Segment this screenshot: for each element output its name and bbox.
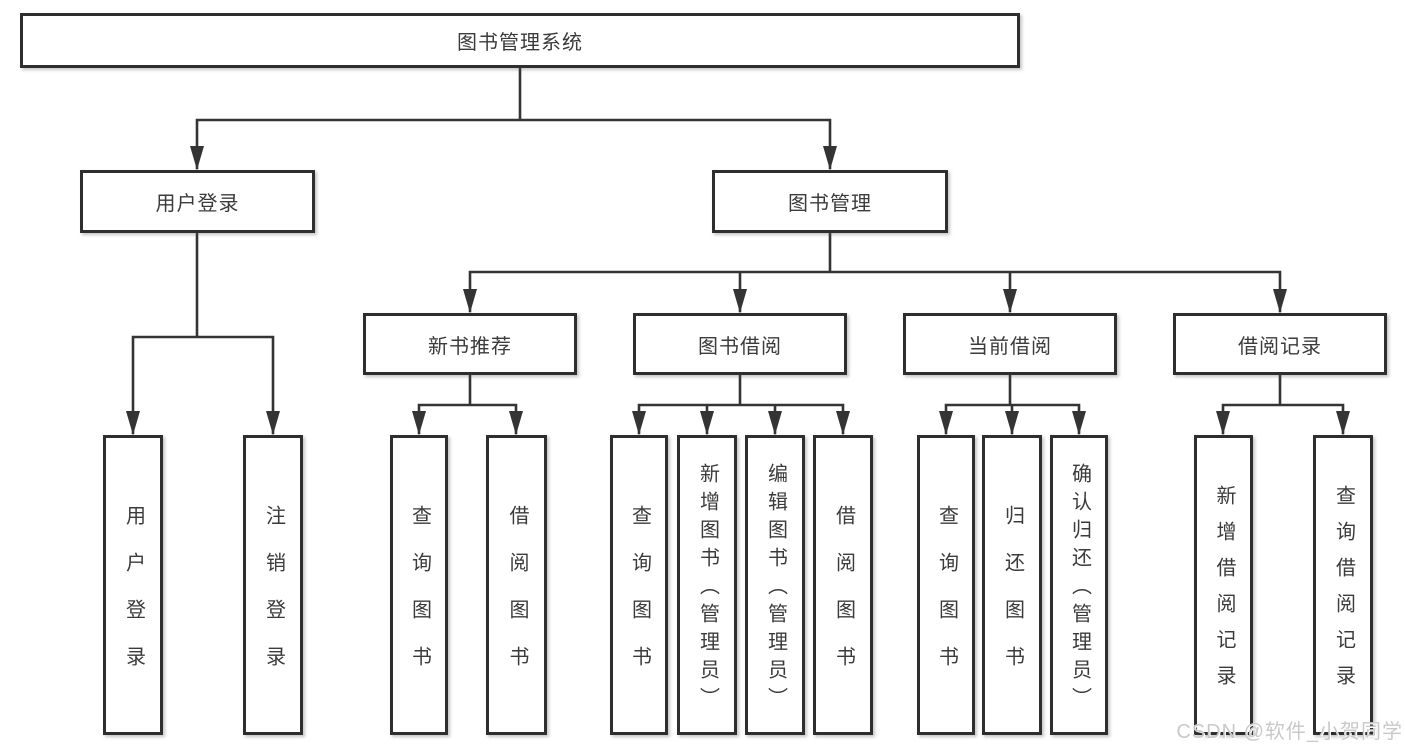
leaf-query-borrow-record-label: 查询借阅记录 — [1332, 485, 1355, 701]
leaf-add-book-admin-label: 新增图书（管理员） — [696, 463, 719, 715]
edges-new-book-recommend-children — [417, 373, 518, 435]
leaf-logout-label: 注销登录 — [262, 504, 285, 693]
node-borrow-records: 借阅记录 — [1173, 313, 1387, 375]
edges-user-login-children — [131, 231, 275, 435]
node-book-management-label: 图书管理 — [788, 193, 872, 215]
node-user-login: 用户登录 — [80, 170, 315, 233]
leaf-user-login: 用户登录 — [103, 435, 163, 735]
edges-book-borrow-children — [637, 373, 845, 435]
leaf-return-book-label: 归还图书 — [1001, 504, 1024, 693]
leaf-confirm-return-admin: 确认归还（管理员） — [1050, 435, 1108, 735]
leaf-user-login-label: 用户登录 — [122, 504, 145, 693]
leaf-recommend-query-books: 查询图书 — [390, 435, 448, 735]
edges-current-borrow-children — [944, 373, 1081, 435]
leaf-recommend-borrow-books: 借阅图书 — [486, 435, 547, 735]
leaf-current-query-books: 查询图书 — [917, 435, 975, 735]
node-book-borrow: 图书借阅 — [633, 313, 847, 375]
node-current-borrow-label: 当前借阅 — [968, 335, 1052, 358]
node-new-book-recommend-label: 新书推荐 — [428, 335, 512, 358]
watermark: CSDN @软件_小贺同学 — [1176, 721, 1403, 743]
node-borrow-records-label: 借阅记录 — [1238, 335, 1322, 358]
node-current-borrow: 当前借阅 — [903, 313, 1117, 375]
leaf-borrow-query-books: 查询图书 — [610, 435, 668, 735]
node-root-label: 图书管理系统 — [457, 32, 583, 54]
leaf-borrow-query-books-label: 查询图书 — [628, 504, 651, 693]
node-user-login-label: 用户登录 — [155, 193, 240, 215]
leaf-add-book-admin: 新增图书（管理员） — [677, 435, 737, 735]
leaf-borrow-books-label: 借阅图书 — [832, 504, 855, 693]
node-root: 图书管理系统 — [20, 13, 1020, 68]
leaf-borrow-books: 借阅图书 — [813, 435, 873, 735]
leaf-logout: 注销登录 — [243, 435, 303, 735]
leaf-add-borrow-record-label: 新增借阅记录 — [1213, 485, 1235, 701]
edges-root-to-level2 — [195, 66, 832, 170]
leaf-add-borrow-record: 新增借阅记录 — [1194, 435, 1253, 735]
leaf-recommend-query-books-label: 查询图书 — [408, 504, 431, 693]
leaf-query-borrow-record: 查询借阅记录 — [1313, 435, 1373, 735]
edges-book-management-children — [468, 231, 1282, 313]
leaf-return-book: 归还图书 — [982, 435, 1042, 735]
leaf-recommend-borrow-books-label: 借阅图书 — [506, 504, 528, 693]
edges-borrow-records-children — [1221, 373, 1345, 435]
node-book-borrow-label: 图书借阅 — [698, 335, 782, 358]
leaf-current-query-books-label: 查询图书 — [935, 504, 958, 693]
leaf-confirm-return-admin-label: 确认归还（管理员） — [1068, 463, 1091, 715]
node-book-management: 图书管理 — [712, 170, 948, 233]
node-new-book-recommend: 新书推荐 — [363, 313, 577, 375]
leaf-edit-book-admin-label: 编辑图书（管理员） — [764, 463, 787, 715]
leaf-edit-book-admin: 编辑图书（管理员） — [745, 435, 805, 735]
